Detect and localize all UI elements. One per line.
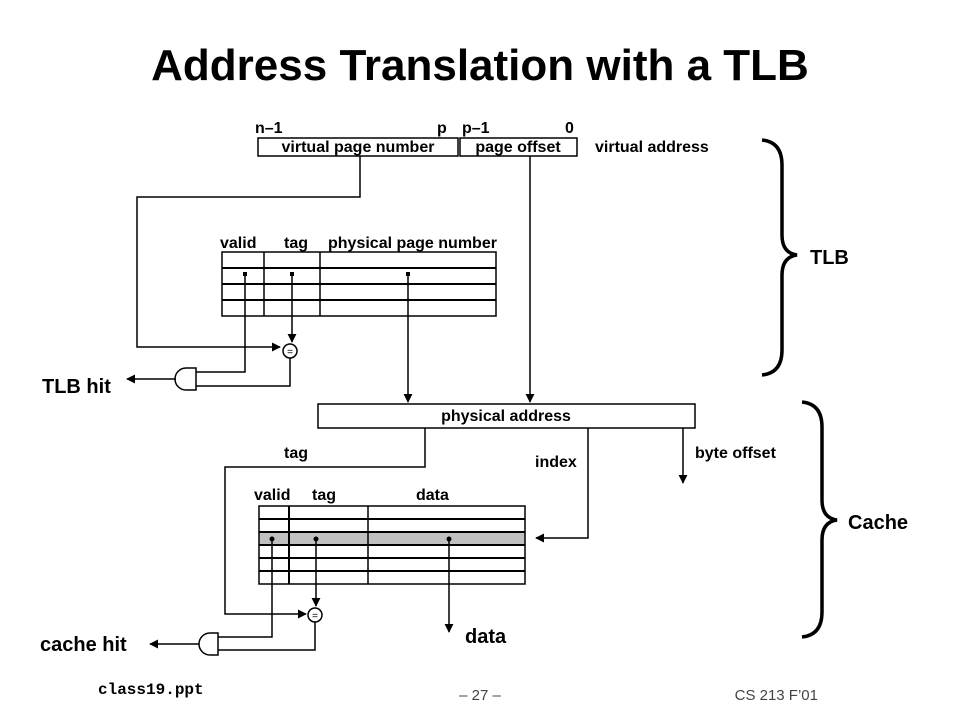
physical-address-field <box>317 403 696 429</box>
bit-label-p: p <box>437 120 447 137</box>
cache-comparator-to-gate <box>218 622 316 651</box>
page-offset-field <box>459 137 578 157</box>
cache-valid-to-gate <box>218 539 273 638</box>
footer-course: CS 213 F’01 <box>735 687 818 704</box>
tlb-header-tag: tag <box>284 235 308 252</box>
vpn-label: virtual page number <box>282 139 435 156</box>
cache-and-gate <box>198 632 219 656</box>
physical-address-label: physical address <box>441 408 571 425</box>
vpn-to-comparator-line <box>136 156 361 352</box>
cache-header-data: data <box>416 487 449 504</box>
pa-tag-to-comparator <box>224 428 426 619</box>
tlb-valid-to-gate <box>196 276 246 373</box>
virtual-address-caption: virtual address <box>595 139 709 156</box>
tlb-brace-label: TLB <box>810 247 849 269</box>
tlb-header-ppn: physical page number <box>328 235 497 252</box>
tlb-and-gate <box>174 367 197 391</box>
bit-label-zero: 0 <box>565 120 574 137</box>
tlb-comparator-to-gate <box>196 358 291 387</box>
pa-byte-offset-label: byte offset <box>695 445 777 462</box>
virtual-address: n–1 p p–1 0 virtual page number page off… <box>255 120 709 157</box>
tlb-tag-dot <box>290 272 294 276</box>
index-line <box>535 428 589 543</box>
pa-tag-label: tag <box>284 445 308 462</box>
tlb-header-valid: valid <box>220 235 256 252</box>
slide-title: Address Translation with a TLB <box>151 41 809 90</box>
footer-page: – 27 – <box>459 687 501 704</box>
tlb-valid-dot <box>243 272 247 276</box>
tlb-hit-label: TLB hit <box>42 376 111 398</box>
cache-comparator-symbol: = <box>312 611 318 622</box>
tlb-table: valid tag physical page number <box>220 235 497 317</box>
cache-table: valid tag data <box>254 487 526 585</box>
cache-brace <box>801 400 838 639</box>
tlb-brace <box>761 138 798 377</box>
cache-selected-row <box>259 532 525 545</box>
bit-label-p-minus-1: p–1 <box>462 120 490 137</box>
pa-index-label: index <box>535 454 577 471</box>
bit-label-n-minus-1: n–1 <box>255 120 283 137</box>
data-out-label: data <box>465 626 507 648</box>
tlb-ppn-dot <box>406 272 410 276</box>
cache-header-tag: tag <box>312 487 336 504</box>
tlb-comparator-symbol: = <box>287 347 293 358</box>
page-offset-label: page offset <box>475 139 561 156</box>
vpn-field <box>257 137 459 157</box>
cache-header-valid: valid <box>254 487 290 504</box>
cache-brace-label: Cache <box>848 512 908 534</box>
footer-file: class19.ppt <box>98 681 204 699</box>
cache-hit-label: cache hit <box>40 634 127 656</box>
